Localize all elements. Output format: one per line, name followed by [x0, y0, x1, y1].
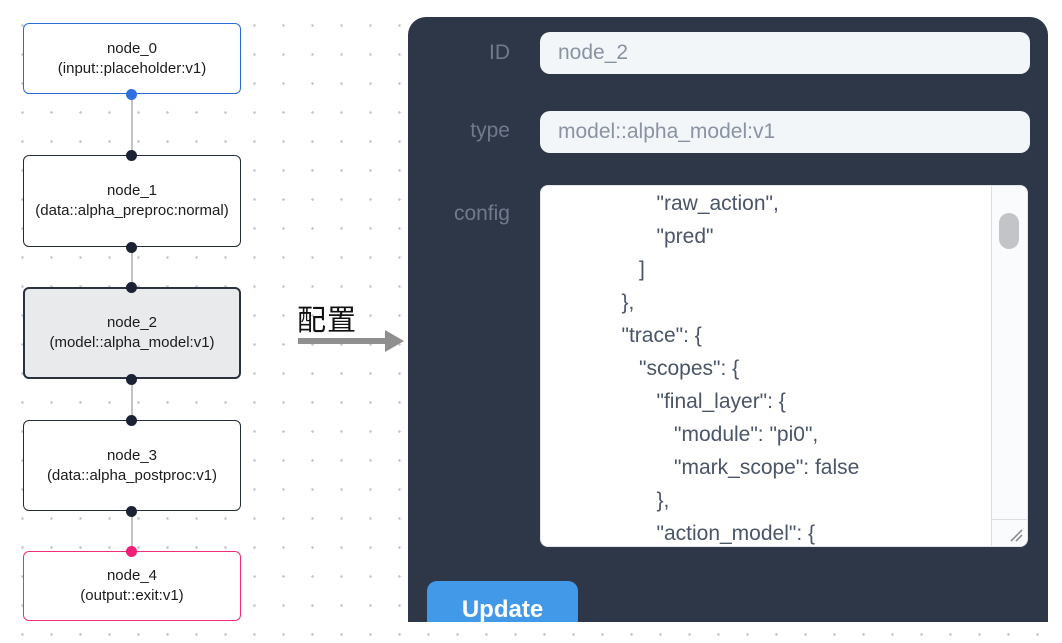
node-name: node_1: [106, 182, 158, 199]
port-dot-node1-out[interactable]: [126, 242, 137, 253]
right-arrow-icon: [298, 338, 386, 344]
type-field-label: type: [470, 119, 510, 142]
config-field-label: config: [453, 202, 510, 225]
port-dot-node2-in[interactable]: [126, 282, 137, 293]
flow-node-node1[interactable]: node_1 (data::alpha_preproc:normal): [23, 155, 241, 247]
port-dot-node3-in[interactable]: [126, 415, 137, 426]
flow-node-node2-selected[interactable]: node_2 (model::alpha_model:v1): [23, 287, 241, 379]
update-button[interactable]: Update: [427, 581, 578, 622]
port-dot-node0-out[interactable]: [126, 89, 137, 100]
node-type-label: (output::exit:v1): [80, 587, 184, 604]
node-name: node_0: [106, 39, 158, 57]
config-textarea[interactable]: "raw_action", "pred" ] }, "trace": { "sc…: [540, 185, 1028, 547]
node-type-label: (data::alpha_postproc:v1): [46, 466, 218, 484]
id-input[interactable]: [540, 32, 1030, 74]
config-scrollbar-corner: [992, 519, 1027, 546]
node-name: node_2: [106, 314, 158, 331]
config-scrollbar-track[interactable]: [991, 186, 1027, 546]
edge-node3-node4: [131, 511, 133, 551]
port-dot-node2-out[interactable]: [126, 374, 137, 385]
right-arrow-icon-head: [385, 330, 404, 352]
type-input[interactable]: [540, 111, 1030, 153]
node-type-label: (input::placeholder:v1): [57, 59, 207, 77]
edge-node0-node1: [131, 94, 133, 155]
node-config-panel: ID type config "raw_action", "pred" ] },…: [408, 17, 1048, 622]
node-type-label: (model::alpha_model:v1): [49, 334, 215, 351]
node-name: node_4: [106, 567, 158, 584]
config-scrollbar-thumb[interactable]: [999, 213, 1019, 249]
port-dot-node4-in[interactable]: [126, 546, 137, 557]
edge-node2-node3: [131, 379, 133, 420]
resize-grip-icon[interactable]: [1006, 525, 1024, 543]
id-field-label: ID: [489, 41, 510, 64]
flow-node-node0[interactable]: node_0 (input::placeholder:v1): [23, 23, 241, 94]
config-json-text: "raw_action", "pred" ] }, "trace": { "sc…: [621, 192, 860, 545]
edge-node1-node2: [131, 247, 133, 287]
port-dot-node3-out[interactable]: [126, 506, 137, 517]
node-name: node_3: [106, 446, 158, 464]
port-dot-node1-in[interactable]: [126, 150, 137, 161]
node-type-label: (data::alpha_preproc:normal): [35, 202, 229, 219]
flow-node-node4[interactable]: node_4 (output::exit:v1): [23, 551, 241, 621]
flow-node-node3[interactable]: node_3 (data::alpha_postproc:v1): [23, 420, 241, 511]
configure-annotation-label: 配置: [297, 305, 358, 337]
